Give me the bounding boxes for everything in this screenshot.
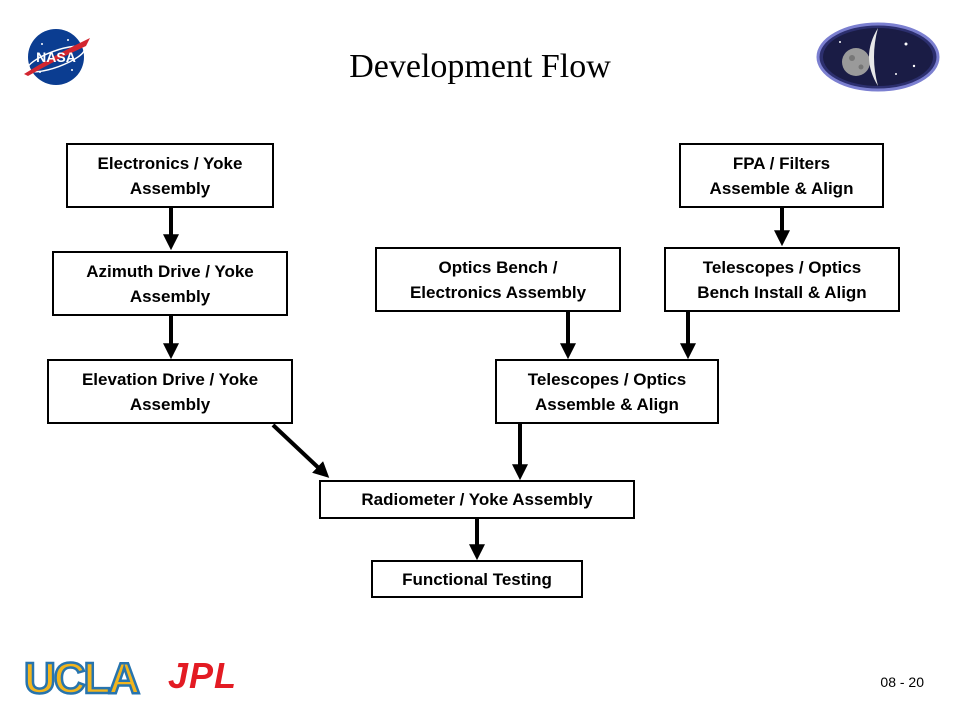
box-label: Optics Bench / Electronics Assembly	[409, 257, 587, 302]
box-label: Electronics / Yoke Assembly	[97, 153, 243, 198]
box-azimuth-drive-yoke-assembly: Azimuth Drive / Yoke Assembly	[52, 251, 288, 316]
mission-emblem-logo	[816, 22, 940, 92]
box-optics-bench-electronics-assembly: Optics Bench / Electronics Assembly	[375, 247, 621, 312]
jpl-logo: JPL	[168, 656, 237, 696]
box-telescopes-optics-assemble-align: Telescopes / Optics Assemble & Align	[495, 359, 719, 424]
box-functional-testing: Functional Testing	[371, 560, 583, 598]
box-label: Radiometer / Yoke Assembly	[361, 490, 593, 509]
ucla-logo: UCLA	[23, 653, 142, 700]
box-elevation-drive-yoke-assembly: Elevation Drive / Yoke Assembly	[47, 359, 293, 424]
box-telescopes-optics-bench-install-align: Telescopes / Optics Bench Install & Alig…	[664, 247, 900, 312]
page-number: 08 - 20	[880, 674, 924, 690]
page-title: Development Flow	[349, 48, 611, 85]
box-electronics-yoke-assembly: Electronics / Yoke Assembly	[66, 143, 274, 208]
box-label: Azimuth Drive / Yoke Assembly	[86, 261, 254, 306]
arrow-elevation-to-radiometer	[271, 423, 330, 478]
box-fpa-filters-assemble-align: FPA / Filters Assemble & Align	[679, 143, 884, 208]
box-label: FPA / Filters Assemble & Align	[709, 153, 854, 198]
jpl-logo-text: JPL	[168, 656, 237, 696]
box-label: Elevation Drive / Yoke Assembly	[81, 369, 259, 414]
ucla-logo-text: UCLA	[24, 654, 139, 700]
box-label: Telescopes / Optics Assemble & Align	[527, 369, 687, 414]
box-label: Telescopes / Optics Bench Install & Alig…	[697, 257, 867, 302]
nasa-logo-text: NASA	[36, 49, 76, 65]
nasa-logo: NASA	[24, 29, 90, 85]
box-label: Functional Testing	[402, 569, 552, 589]
box-radiometer-yoke-assembly: Radiometer / Yoke Assembly	[319, 480, 635, 519]
